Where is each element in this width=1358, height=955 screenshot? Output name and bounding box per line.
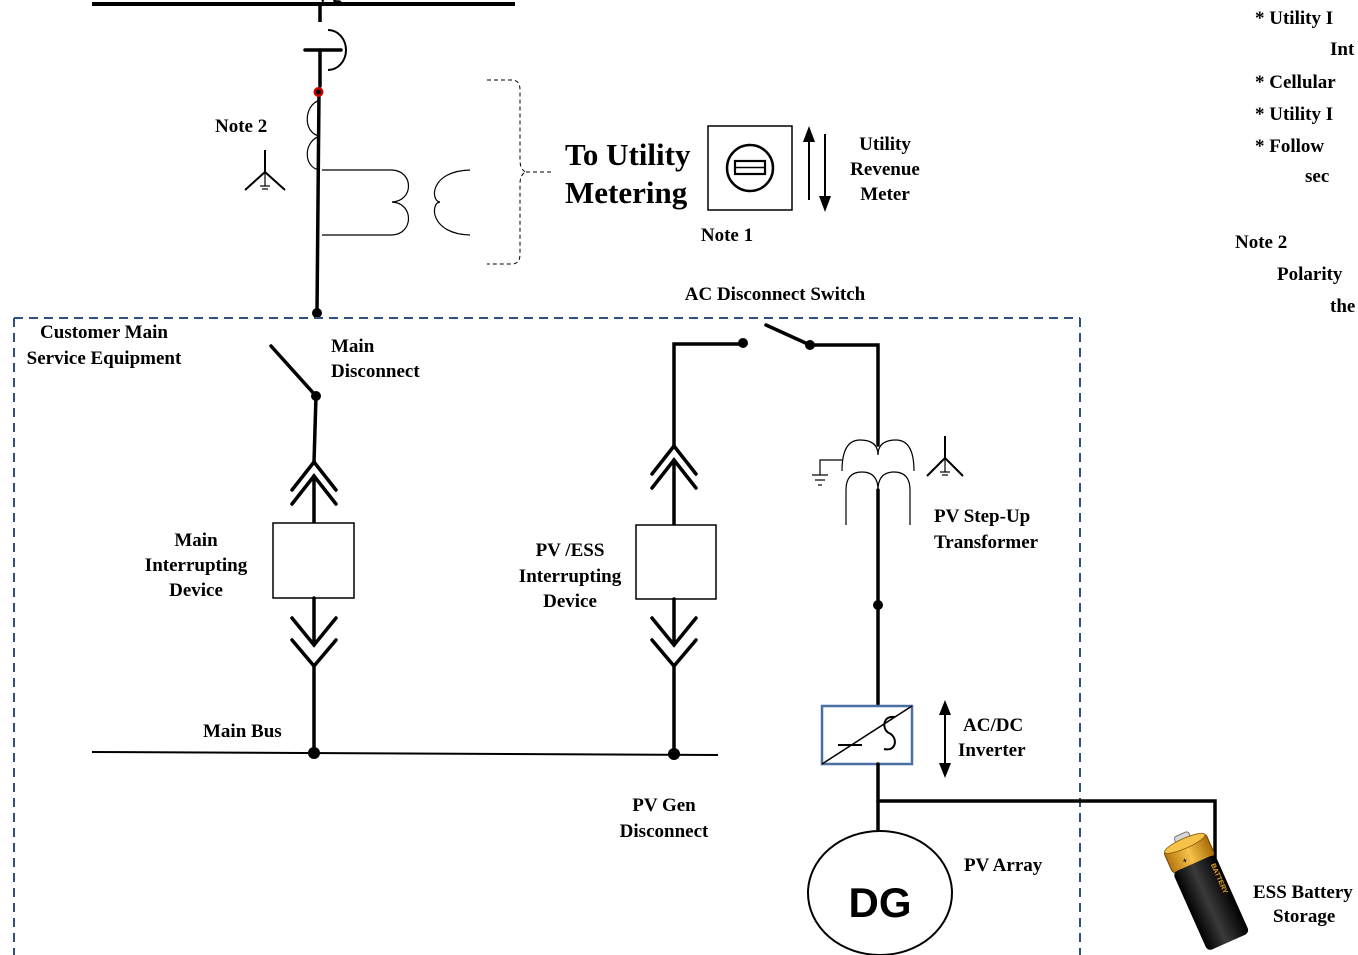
pv-ess-interrupting-device — [635, 338, 748, 756]
pv-gen-label-line1: PV Gen — [632, 795, 696, 816]
note-1-label: Note 1 — [701, 225, 753, 246]
inverter-label-line2: Inverter — [958, 740, 1026, 761]
note-line-2: Int — [1330, 39, 1355, 60]
customer-boundary — [13, 317, 1081, 955]
main-interrupting-label-line3: Device — [169, 580, 223, 601]
note-2-right-line-1: Polarity — [1277, 264, 1343, 285]
utility-connection-symbol — [303, 29, 347, 88]
dg-label: DG — [849, 879, 912, 926]
meter-label-line3: Meter — [860, 184, 910, 205]
utility-bus-label-partial: y g — [318, 0, 342, 7]
metering-label: Metering — [565, 175, 688, 210]
step-up-label-line1: PV Step-Up — [934, 506, 1030, 527]
battery-icon: + BATTERY — [1164, 831, 1249, 950]
ess-label-line2: Storage — [1273, 906, 1335, 927]
current-transformer-symbol — [306, 99, 471, 236]
battery-plus-label: + — [1182, 857, 1189, 865]
pv-ess-interrupting-label-line3: Device — [543, 591, 597, 612]
main-interrupting-label-line2: Interrupting — [145, 555, 248, 576]
inverter-label-line1: AC/DC — [963, 715, 1023, 736]
metering-bracket — [487, 79, 552, 265]
customer-main-label-line1: Customer Main — [40, 322, 168, 343]
pv-array-generator: DG — [807, 762, 1217, 955]
pv-ess-interrupting-label-line1: PV /ESS — [536, 540, 605, 561]
ac-disconnect-label: AC Disconnect Switch — [685, 284, 866, 305]
main-disconnect-label-line1: Main — [331, 336, 375, 357]
wye-ground-symbol-right — [926, 436, 964, 477]
pv-step-up-transformer — [812, 439, 915, 708]
main-bus — [91, 747, 719, 760]
service-conductor — [312, 87, 324, 318]
pv-gen-label-line2: Disconnect — [620, 821, 709, 842]
notes-panel: * Utility I Int * Cellular * Utility I *… — [1235, 8, 1355, 317]
note-2-right-line-2: the — [1330, 296, 1355, 317]
wye-ground-symbol-left — [244, 150, 286, 191]
customer-main-label-line2: Service Equipment — [27, 348, 182, 369]
note-line-1: * Utility I — [1255, 8, 1333, 29]
step-up-label-line2: Transformer — [934, 532, 1039, 553]
bidirectional-arrows-icon — [803, 126, 831, 212]
to-utility-label: To Utility — [565, 137, 691, 172]
main-disconnect-label-line2: Disconnect — [331, 361, 420, 382]
main-bus-label: Main Bus — [203, 721, 282, 742]
main-interrupting-device — [272, 394, 355, 755]
note-line-6: sec — [1305, 166, 1329, 187]
revenue-meter-icon — [707, 125, 793, 211]
inverter-arrows-icon — [939, 700, 951, 778]
meter-label-line1: Utility — [859, 134, 911, 155]
note-line-5: * Follow — [1255, 136, 1324, 157]
note-2-label: Note 2 — [215, 116, 267, 137]
note-line-3: * Cellular — [1255, 72, 1336, 93]
note-line-4: * Utility I — [1255, 104, 1333, 125]
inverter-icon — [820, 704, 914, 766]
note-2-right-heading: Note 2 — [1235, 232, 1287, 253]
pv-array-label: PV Array — [964, 855, 1043, 876]
main-interrupting-label-line1: Main — [174, 530, 218, 551]
pv-ess-interrupting-label-line2: Interrupting — [519, 566, 622, 587]
ess-label-line1: ESS Battery — [1253, 882, 1353, 903]
service-entry-dot — [312, 308, 322, 318]
main-disconnect-switch — [269, 344, 321, 401]
ac-disconnect-switch — [764, 323, 880, 447]
utility-bus: y g — [92, 0, 515, 22]
meter-label-line2: Revenue — [850, 159, 920, 180]
